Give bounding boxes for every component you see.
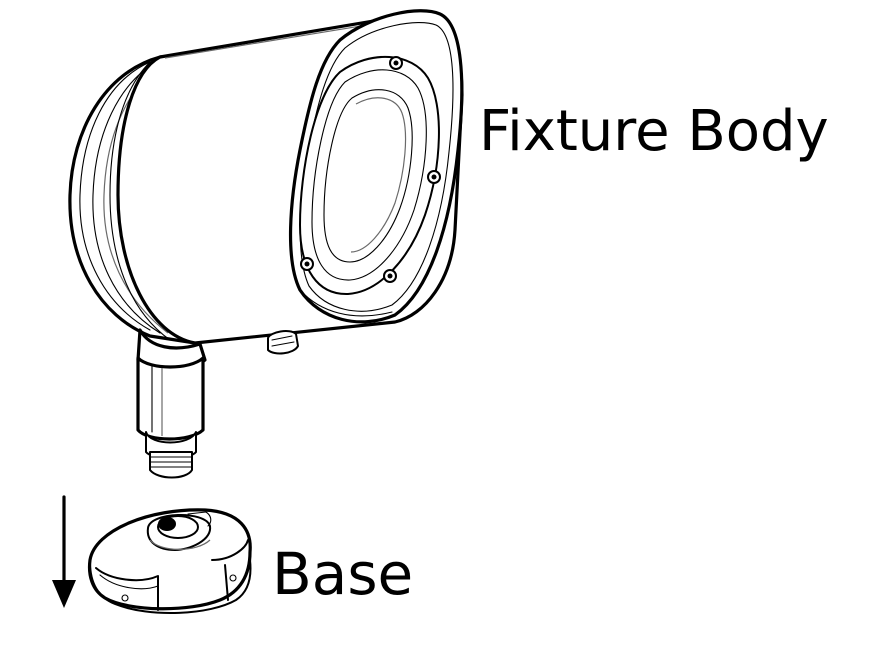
fixture-body-illustration <box>68 9 464 479</box>
base-illustration <box>87 508 252 615</box>
arrow-down-icon <box>52 495 76 608</box>
base-center-hole <box>158 517 176 531</box>
fixture-body-label: Fixture Body <box>479 99 829 164</box>
stem-tube <box>136 356 205 441</box>
base-label: Base <box>272 540 414 608</box>
